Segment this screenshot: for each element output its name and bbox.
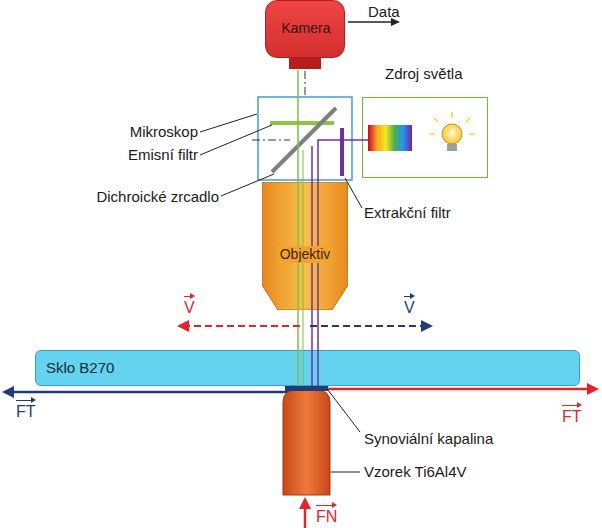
data-label: Data: [368, 3, 400, 21]
data-arrow: [348, 21, 394, 23]
force-arrow: [305, 388, 588, 391]
force-label: FT: [16, 398, 36, 421]
node-label: Zdroj světla: [385, 65, 463, 83]
force-arrow: [12, 391, 305, 394]
part-label: Vzorek Ti6Al4V: [364, 463, 467, 481]
part-label: Synoviální kapalina: [364, 430, 493, 448]
synovial-fluid: [285, 386, 328, 391]
part-label: Emisní filtr: [128, 146, 198, 164]
emission-filter: [270, 121, 334, 125]
force-arrowhead: [587, 383, 599, 395]
velocity-arrow: [310, 325, 424, 327]
velocity-arrow: [186, 325, 300, 327]
excitation-light: [318, 140, 368, 387]
leader-lines: [200, 114, 362, 472]
velocity-arrowhead: [177, 320, 189, 332]
sample: [283, 390, 330, 495]
force-label: FT: [562, 403, 582, 426]
glass-plate: Sklo B270: [35, 350, 580, 386]
part-label: Extrakční filtr: [364, 204, 451, 222]
part-label: Mikroskop: [130, 123, 198, 141]
velocity-label: V: [184, 294, 195, 317]
velocity-arrowhead: [421, 320, 433, 332]
axis-line: [305, 71, 306, 96]
extraction-filter: [340, 128, 344, 176]
excitation-light: [311, 146, 313, 387]
part-label: Dichroické zrcadlo: [96, 188, 219, 206]
light-source-box: Zdroj světla: [362, 97, 488, 178]
node-label: Objektiv: [277, 246, 334, 263]
camera-mount: [289, 58, 321, 69]
node-label: Kamera: [281, 20, 330, 37]
data-arrowhead: [391, 18, 400, 26]
spectrum: [368, 125, 412, 151]
bulb-rays: [429, 112, 475, 134]
emission-light: [297, 70, 299, 387]
force-label: FN: [316, 503, 337, 526]
axis-line: [305, 470, 306, 492]
force-arrow: [304, 508, 307, 528]
force-arrowhead: [299, 497, 311, 509]
bulb-base: [447, 144, 457, 151]
objective: Objektiv: [262, 182, 348, 310]
light-bulb: [442, 124, 462, 144]
emission-light: [303, 150, 304, 387]
node-label: Sklo B270: [46, 359, 114, 377]
force-arrowhead: [2, 386, 14, 398]
axis-line: [252, 140, 290, 141]
microscope-box: [258, 97, 352, 180]
camera-box: Kamera: [265, 0, 345, 58]
dichroic-mirror: [272, 108, 336, 172]
velocity-label: V: [404, 294, 415, 317]
